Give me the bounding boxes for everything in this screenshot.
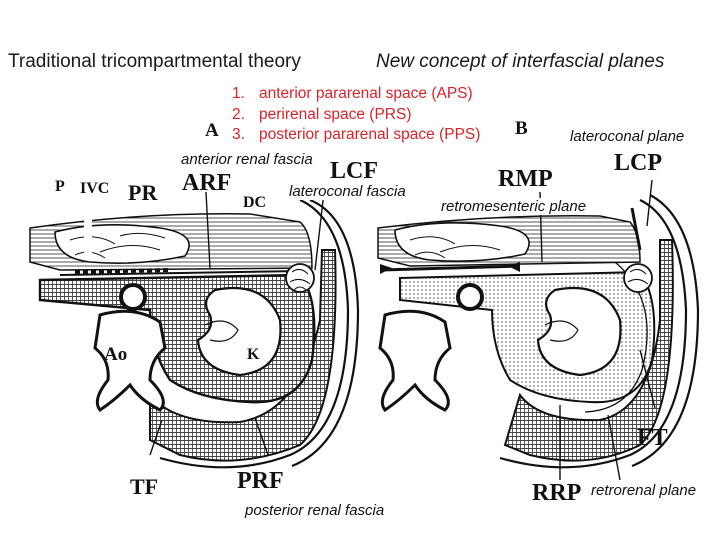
ao-label: Ao xyxy=(104,344,128,365)
arf-label: ARF xyxy=(182,170,232,196)
panel-a-colon xyxy=(285,263,315,293)
ivc-label: IVC xyxy=(80,180,110,197)
retrorenal-plane-annotation: retrorenal plane xyxy=(590,482,698,499)
retromesenteric-plane-annotation: retromesenteric plane xyxy=(440,198,588,215)
panel-b-aorta xyxy=(456,283,484,311)
panel-b-drawing xyxy=(377,194,700,469)
panel-a-kidney xyxy=(196,286,282,377)
anterior-renal-fascia-annotation: anterior renal fascia xyxy=(180,151,314,168)
panel-b-kidney xyxy=(536,286,622,377)
rmp-label: RMP xyxy=(498,166,553,192)
panel-b-pancreas xyxy=(394,222,530,262)
spaces-list: 1.anterior pararenal space (APS) 2.perir… xyxy=(232,84,480,146)
posterior-renal-fascia-annotation: posterior renal fascia xyxy=(244,502,386,519)
panel-b-colon xyxy=(623,263,653,293)
prf-label: PRF xyxy=(237,468,284,494)
list-item: 1.anterior pararenal space (APS) xyxy=(232,85,473,102)
k-label: K xyxy=(247,346,260,363)
panel-b-posterior-pararenal-space xyxy=(503,239,674,462)
tf-label: TF xyxy=(130,474,159,499)
panel-a-pancreas xyxy=(54,224,190,264)
p-label: P xyxy=(55,178,65,195)
left-heading: Traditional tricompartmental theory xyxy=(8,51,301,72)
panel-b-letter: B xyxy=(515,118,528,139)
list-item: 2.perirenal space (PRS) xyxy=(232,105,412,123)
rrp-label: RRP xyxy=(532,480,582,506)
panel-a-letter: A xyxy=(205,120,219,141)
lateroconal-plane-annotation: lateroconal plane xyxy=(569,128,686,145)
panel-b-vertebra xyxy=(378,309,452,413)
panel-a-aorta xyxy=(119,283,147,311)
panel-a-vertebra xyxy=(93,309,167,413)
lcf-label: LCF xyxy=(330,158,378,184)
pr-label: PR xyxy=(128,180,158,205)
panel-a-drawing xyxy=(20,198,360,469)
panel-a-posterior-pararenal-space xyxy=(149,249,337,462)
right-heading: New concept of interfascial planes xyxy=(376,51,665,72)
lcp-label: LCP xyxy=(614,150,662,176)
ft-label: FT xyxy=(637,425,668,451)
lateroconal-fascia-annotation: lateroconal fascia xyxy=(288,183,407,200)
dc-label: DC xyxy=(243,194,267,211)
list-item: 3.posterior pararenal space (PPS) xyxy=(232,126,481,143)
